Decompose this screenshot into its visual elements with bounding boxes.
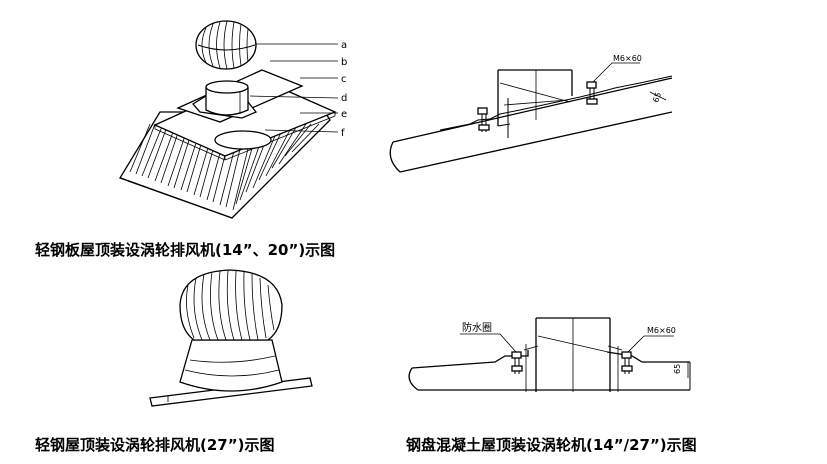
bolt-right-top — [586, 81, 598, 105]
figure-exploded-light-steel-roof: a b c d e f — [119, 20, 347, 219]
leader-lines — [249, 43, 339, 133]
label-b: b — [341, 57, 347, 68]
turbine-head-27 — [179, 269, 283, 341]
waterproof-ring-label: 防水圈 — [462, 321, 492, 334]
bolt-left-bottom — [511, 351, 523, 374]
label-d: d — [341, 93, 347, 104]
figure-sloped-roof-section: M6×60 65 — [389, 54, 673, 173]
label-e: e — [341, 109, 347, 120]
figure-concrete-roof-section: 防水圈 M6×60 65 — [408, 317, 691, 392]
figure-27-inch-turbine — [149, 269, 313, 407]
exhaust-stack-bottom — [523, 317, 623, 392]
dimension-bottom: 65 — [673, 364, 682, 374]
caption-fig3: 钢盘混凝土屋顶装设涡轮机(14”/27”)示图 — [406, 436, 697, 454]
bolt-right-bottom — [621, 351, 633, 374]
label-a: a — [341, 40, 347, 51]
turbine-head-top — [195, 20, 257, 70]
bolt-spec-bottom: M6×60 — [647, 326, 676, 335]
caption-fig2: 轻钢屋顶装设涡轮排风机(27”)示图 — [35, 436, 274, 454]
exhaust-stack — [497, 69, 573, 138]
bolt-left-top — [477, 107, 490, 132]
caption-fig1: 轻钢板屋顶装设涡轮排风机(14”、20”)示图 — [35, 241, 335, 259]
bolt-spec-top: M6×60 — [613, 54, 642, 63]
corrugated-roof-panel — [119, 111, 331, 219]
dimension-top: 65 — [651, 91, 663, 103]
label-f: f — [341, 128, 345, 139]
label-c: c — [341, 74, 347, 85]
neck-cylinder — [205, 80, 249, 116]
